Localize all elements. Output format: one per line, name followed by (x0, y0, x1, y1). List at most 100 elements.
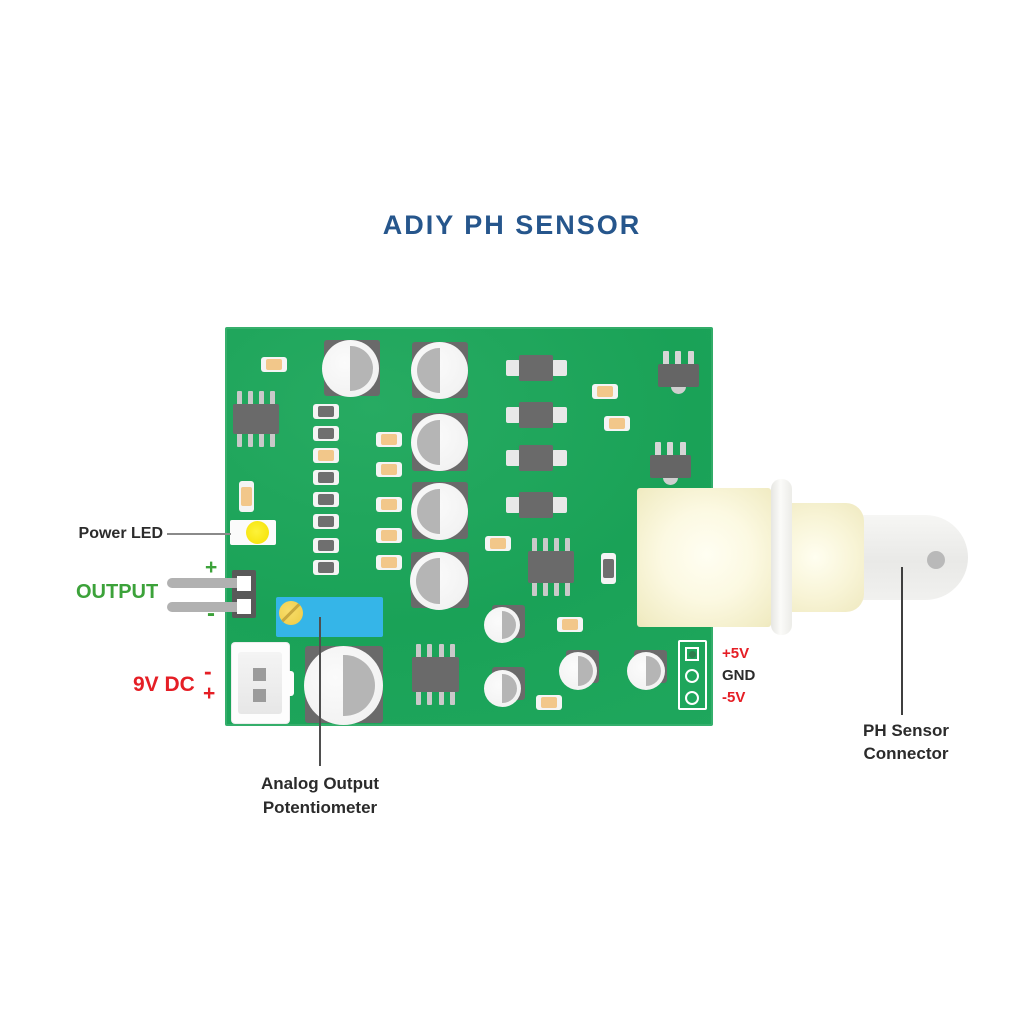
pin-header-pin-5v-neg (685, 691, 699, 705)
ic-chip-pin (248, 391, 253, 406)
smd-resistor (601, 553, 616, 584)
transistor-body (658, 364, 699, 387)
smd-resistor (313, 514, 339, 529)
power-led-leader-line (167, 533, 231, 535)
electrolytic-capacitor (484, 607, 520, 643)
pin-header-pin-gnd (685, 669, 699, 683)
smd-resistor (313, 404, 339, 419)
ic-chip-pin (438, 644, 444, 659)
potentiometer-label-line2: Potentiometer (262, 798, 378, 817)
electrolytic-capacitor (411, 342, 468, 399)
transistor-pin (688, 351, 694, 366)
transistor-pin (667, 442, 673, 457)
smd-resistor (592, 384, 618, 399)
electrolytic-capacitor (484, 670, 521, 707)
ic-chip-pin (427, 690, 433, 705)
transistor-pin (663, 351, 669, 366)
smd-resistor (313, 560, 339, 575)
electrolytic-capacitor (322, 340, 379, 397)
ic-chip-body (412, 657, 459, 692)
diode-pin (552, 360, 567, 376)
ic-chip-pin (438, 690, 444, 705)
diagram-title: ADIY PH SENSOR (382, 210, 642, 240)
diode-pin (552, 407, 567, 423)
smd-resistor (376, 497, 402, 512)
ic-chip-pin (565, 581, 570, 596)
ic-chip-pin (554, 581, 559, 596)
dc-power-connector-tab (285, 671, 294, 696)
smd-resistor (313, 426, 339, 441)
dc-label: 9V DC (133, 673, 195, 696)
dc-minus-label: - (204, 658, 212, 684)
output-pin-hole-minus (237, 599, 251, 614)
ic-chip-pin (565, 538, 570, 553)
output-label: OUTPUT (76, 581, 159, 603)
smd-resistor (376, 528, 402, 543)
potentiometer-leader-line (319, 617, 321, 766)
ic-chip-pin (450, 690, 455, 705)
potentiometer-label-line1: Analog Output (260, 774, 380, 793)
smd-resistor (313, 448, 339, 463)
diode-pin (506, 450, 520, 466)
electrolytic-capacitor (410, 552, 468, 610)
ic-chip-pin (270, 391, 275, 406)
electrolytic-capacitor (411, 414, 468, 471)
potentiometer-screw (279, 601, 303, 625)
smd-resistor (261, 357, 287, 372)
smd-resistor (239, 481, 254, 512)
output-pin-plus (167, 578, 240, 588)
bnc-connector-collar (771, 479, 792, 635)
pin-header-3 (678, 640, 707, 710)
ic-chip-pin (248, 432, 253, 447)
power-led (246, 521, 269, 544)
ic-chip-pin (532, 581, 537, 596)
ic-chip-pin (450, 644, 455, 659)
ic-chip-pin (237, 432, 242, 447)
smd-resistor (536, 695, 562, 710)
ic-chip-pin (554, 538, 559, 553)
diode-pin (552, 450, 567, 466)
ic-chip-pin (543, 538, 548, 553)
pin-5v-pos-label: +5V (722, 645, 750, 662)
pin-5v-neg-label: -5V (722, 689, 746, 706)
dc-power-connector-inner (238, 652, 282, 714)
electrolytic-capacitor (627, 652, 665, 690)
ic-chip-pin (237, 391, 242, 406)
ic-chip-pin (532, 538, 537, 553)
dc-power-pin-1 (253, 668, 266, 681)
ic-chip-pin (416, 644, 421, 659)
diode-body (519, 492, 553, 518)
smd-resistor (313, 470, 339, 485)
diode-pin (506, 360, 520, 376)
diode-body (519, 445, 553, 471)
electrolytic-capacitor (411, 483, 468, 540)
bnc-connector-flange (637, 488, 771, 627)
ic-chip-pin (427, 644, 433, 659)
output-minus-label: - (207, 600, 215, 627)
smd-resistor (604, 416, 630, 431)
diode-pin (506, 407, 520, 423)
bnc-connector-barrel (850, 515, 968, 600)
bnc-bayonet-pin (927, 551, 945, 569)
ph-connector-label-line2: Connector (863, 744, 949, 763)
ic-chip-body (233, 404, 279, 434)
ic-chip-pin (259, 391, 264, 406)
diode-body (519, 355, 553, 381)
output-plus-label: + (205, 556, 218, 579)
transistor-pin (655, 442, 661, 457)
transistor-body (650, 455, 691, 478)
ic-chip-body (528, 551, 574, 583)
smd-resistor (376, 555, 402, 570)
power-led-label: Power LED (78, 525, 163, 542)
smd-resistor (485, 536, 511, 551)
electrolytic-capacitor (304, 646, 383, 725)
ic-chip-pin (416, 690, 421, 705)
pin-gnd-label: GND (722, 667, 756, 684)
electrolytic-capacitor (559, 652, 597, 690)
dc-plus-label: + (203, 682, 216, 705)
bnc-connector-neck (789, 503, 864, 612)
ph-connector-label-line1: PH Sensor (863, 721, 949, 740)
ic-chip-pin (270, 432, 275, 447)
transistor-pin (680, 442, 686, 457)
